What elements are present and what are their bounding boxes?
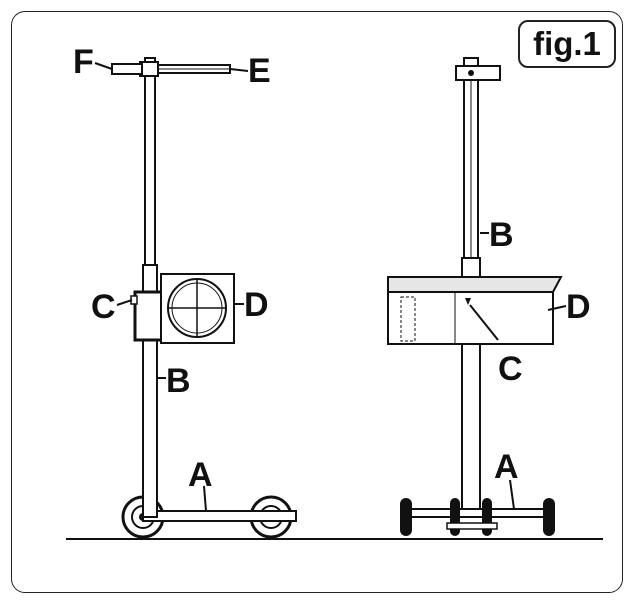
- front-wheel-mid-right: [482, 498, 492, 536]
- front-top-cap: [455, 65, 501, 81]
- label-b-front: B: [489, 216, 514, 254]
- front-clamp: [465, 298, 471, 305]
- side-base-bar: [142, 510, 297, 522]
- label-a-side: A: [188, 456, 213, 494]
- figure-frame: [11, 11, 623, 593]
- front-wheel-right: [543, 498, 555, 536]
- side-clamp: [133, 290, 164, 342]
- label-b-side: B: [166, 362, 191, 400]
- label-f: F: [73, 43, 94, 81]
- front-wheel-mid-left: [450, 498, 460, 536]
- front-headlamp-box: [387, 291, 554, 345]
- front-wheel-left: [400, 498, 412, 536]
- label-a-front: A: [494, 448, 519, 486]
- label-e-side: E: [248, 52, 271, 90]
- front-box-top: [387, 276, 563, 293]
- figure-title-badge: fig.1: [518, 20, 616, 68]
- label-d-front: D: [566, 288, 591, 326]
- side-column-upper: [144, 57, 156, 266]
- front-view: [387, 57, 567, 536]
- side-laser-pointer: [111, 63, 143, 75]
- front-base-bar: [406, 508, 551, 518]
- label-c-front: C: [498, 350, 523, 388]
- label-d-side: D: [244, 286, 269, 324]
- side-view: [94, 57, 297, 539]
- label-c-side: C: [91, 288, 116, 326]
